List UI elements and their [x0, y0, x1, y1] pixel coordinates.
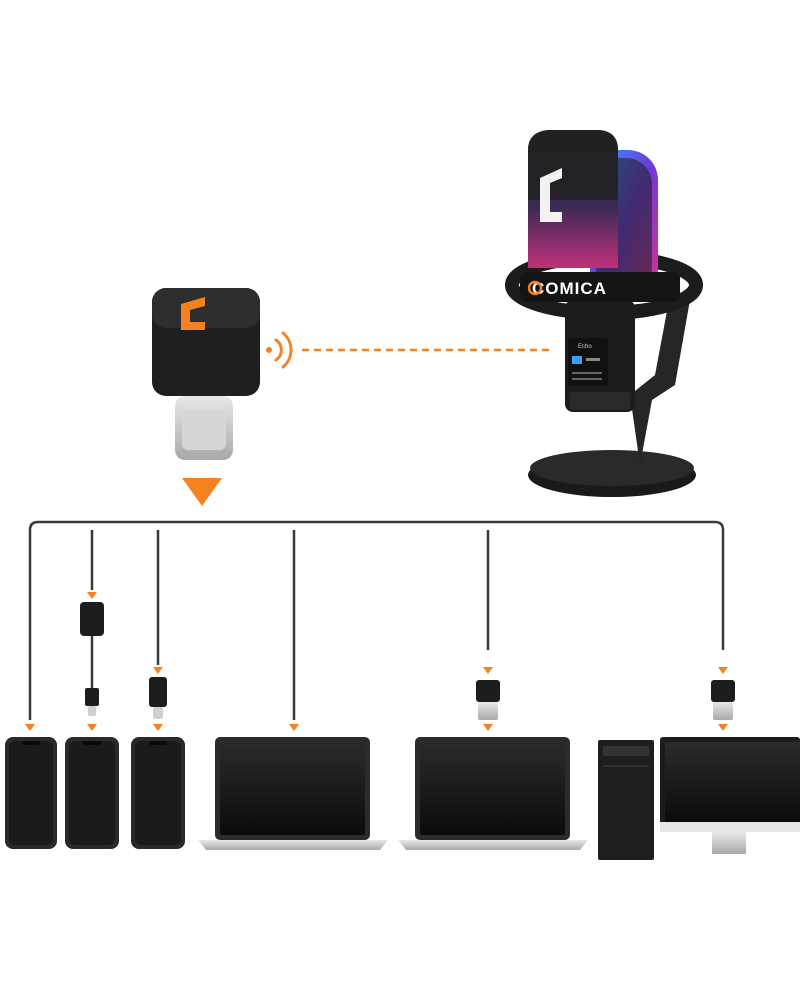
lightning-adapter-cable [80, 602, 104, 716]
desktop-monitor [660, 737, 800, 854]
smartphone-3 [131, 737, 185, 849]
comica-c-logo-icon [181, 297, 205, 330]
usb-a-adapter-1 [476, 680, 500, 720]
arrow-phone-3 [153, 724, 163, 731]
laptop-1 [198, 737, 388, 850]
lightning-adapter [149, 677, 167, 719]
usb-a-adapter-2 [711, 680, 735, 720]
usb-c-receiver-dongle [152, 288, 260, 460]
arrow-phone-2 [87, 724, 97, 731]
laptop-2 [398, 737, 588, 850]
arrow-laptop-1 [289, 724, 299, 731]
smartphone-2 [65, 737, 119, 849]
arrow-adapter-2 [153, 667, 163, 674]
mic-stand-arm [630, 295, 690, 465]
usb-microphone: Echo COMICA [505, 130, 703, 497]
arrow-phone-1 [25, 724, 35, 731]
arrow-monitor [718, 724, 728, 731]
smartphone-1 [5, 737, 57, 849]
mic-screen-label: Echo [578, 344, 592, 350]
desktop-tower [598, 740, 654, 860]
arrow-laptop-2 [483, 724, 493, 731]
mic-brand-label: COMICA [532, 279, 607, 298]
arrow-adapter-top [87, 592, 97, 599]
cable-tree [28, 520, 725, 720]
arrow-usba-1 [483, 667, 493, 674]
mic-logo-icon [540, 168, 562, 222]
small-arrows [25, 592, 728, 731]
down-triangle-arrow-icon [182, 478, 222, 506]
arrow-usba-2 [718, 667, 728, 674]
wireless-signal-icon [266, 331, 293, 369]
